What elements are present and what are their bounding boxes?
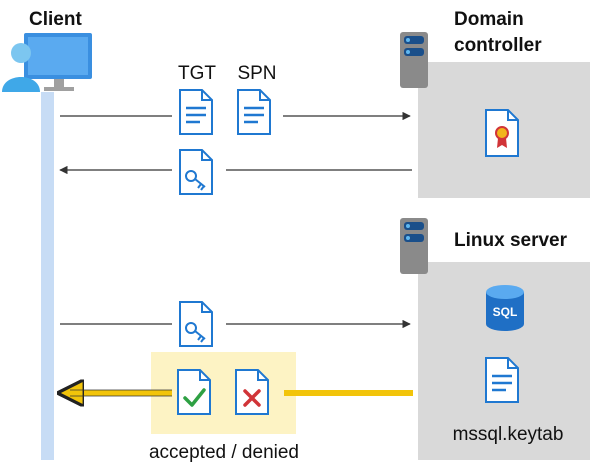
linux-server-label: Linux server bbox=[454, 230, 568, 251]
client-label: Client bbox=[29, 9, 82, 30]
result-label: accepted / denied bbox=[149, 442, 299, 463]
presented-ticket-key-icon bbox=[179, 301, 213, 347]
keytab-label: mssql.keytab bbox=[453, 424, 564, 445]
domain-controller-label-line1: Domain bbox=[454, 9, 524, 30]
denied-document-icon bbox=[235, 369, 269, 415]
sql-database-icon bbox=[486, 285, 524, 331]
service-ticket-key-icon bbox=[179, 149, 213, 195]
linux-server-icon bbox=[400, 218, 428, 274]
accepted-document-icon bbox=[177, 369, 211, 415]
sql-label: SQL bbox=[493, 305, 518, 319]
tgt-document-icon bbox=[179, 89, 213, 135]
tgt-label: TGT bbox=[178, 63, 216, 84]
domain-controller-server-icon bbox=[400, 32, 428, 88]
spn-label: SPN bbox=[237, 63, 276, 84]
certificate-icon bbox=[485, 109, 519, 157]
spn-document-icon bbox=[237, 89, 271, 135]
client-computer-user-icon bbox=[2, 33, 92, 92]
keytab-document-icon bbox=[485, 357, 519, 403]
result-highlight-box bbox=[151, 352, 296, 434]
client-lifeline bbox=[41, 92, 54, 460]
domain-controller-label-line2: controller bbox=[454, 35, 542, 56]
